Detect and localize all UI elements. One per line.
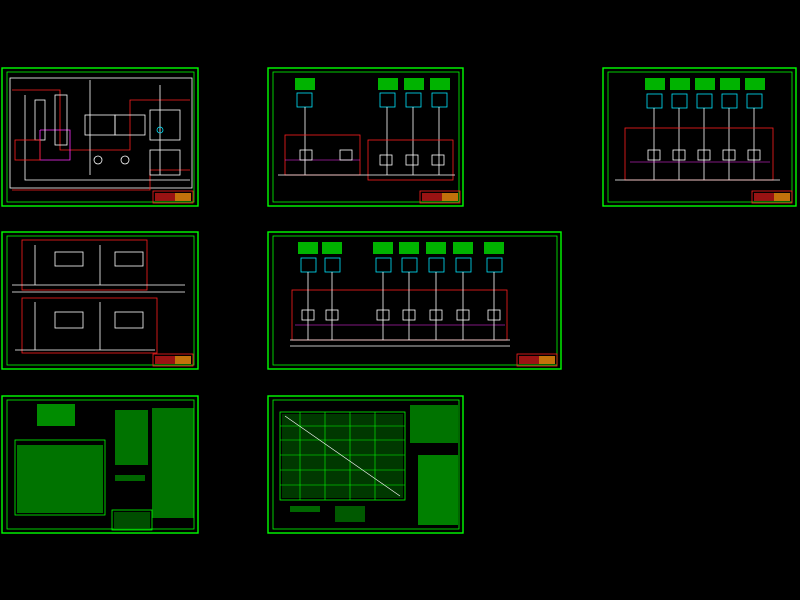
feeder-circuits: [278, 92, 455, 181]
title-block: [516, 353, 558, 367]
sheet-cable-matrix[interactable]: [267, 395, 464, 534]
terminal-groups: [12, 239, 185, 354]
sheet-control-schematic[interactable]: [1, 67, 199, 207]
sheet-terminal-wiring[interactable]: [1, 231, 199, 370]
sheet-single-line-c[interactable]: [267, 231, 562, 370]
sheet-single-line-b[interactable]: [602, 67, 797, 207]
title-block: [751, 190, 793, 204]
feeder-circuits: [615, 93, 780, 181]
sheet-single-line-a[interactable]: [267, 67, 464, 207]
feeder-headers: [298, 242, 504, 254]
feeder-circuits: [290, 257, 510, 347]
tables: [14, 404, 194, 531]
title-block: [152, 353, 194, 367]
matrix-grid: [279, 405, 458, 525]
title-block: [419, 190, 461, 204]
title-block: [152, 190, 194, 204]
schematic-wiring: [9, 77, 193, 191]
sheet-equipment-tables[interactable]: [1, 395, 199, 534]
feeder-headers: [295, 78, 450, 90]
feeder-headers: [645, 78, 765, 90]
